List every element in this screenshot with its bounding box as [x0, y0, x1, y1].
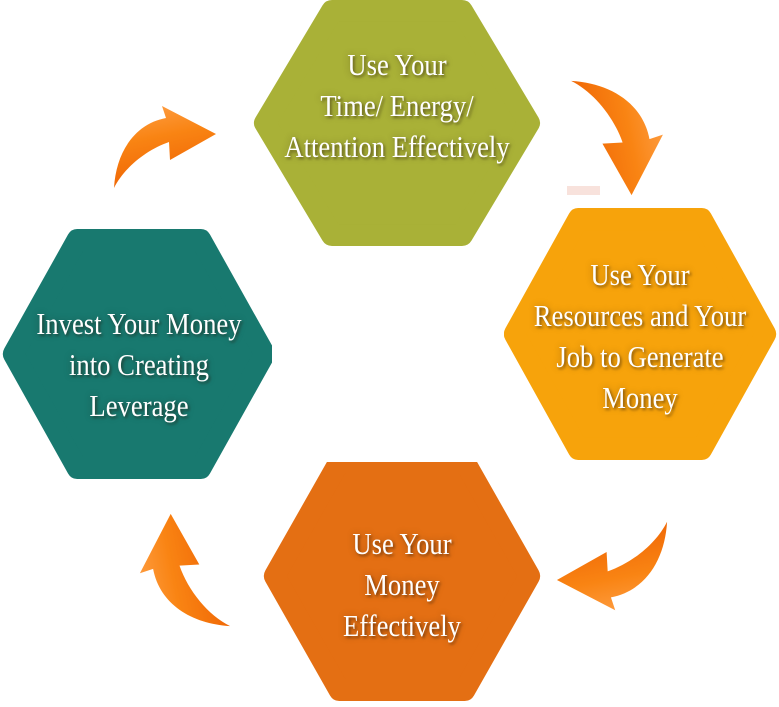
hex-label-line: Resources and Your: [533, 298, 747, 333]
hex-label-line: into Creating: [69, 346, 209, 382]
hex-label-line: Time/ Energy/: [320, 87, 474, 123]
hexagon-label: Invest Your Money into Creating Leverage: [20, 239, 257, 489]
hex-label-line: Job to Generate: [556, 339, 724, 374]
center-white-square: [272, 247, 504, 462]
hexagon-label: Use Your Time/ Energy/ Attention Effecti…: [272, 0, 521, 228]
hex-label-line: Invest Your Money: [36, 305, 242, 341]
curved-arrow-top-to-right-icon: [571, 80, 663, 196]
curved-arrow-left-to-top-icon: [114, 106, 216, 188]
curved-arrow-right-to-bottom-icon: [556, 521, 668, 611]
hexagon-money-effectively: Use Your Money Effectively: [262, 451, 542, 701]
hex-label-line: Use Your: [347, 46, 447, 82]
hex-label-line: Attention Effectively: [284, 128, 510, 164]
hex-label-line: Leverage: [89, 387, 189, 423]
hexagon-label: Use Your Money Effectively: [282, 459, 523, 707]
hexagon-label: Use Your Resources and Your Job to Gener…: [521, 210, 758, 462]
hex-label-line: Use Your: [590, 257, 690, 292]
hex-label-line: Effectively: [343, 607, 461, 643]
hex-label-line: Money: [364, 566, 440, 602]
hex-label-line: Use Your: [352, 525, 452, 561]
hexagon-time-energy-attention: Use Your Time/ Energy/ Attention Effecti…: [252, 0, 542, 246]
curved-arrow-bottom-to-left-icon: [139, 513, 231, 627]
hexagon-invest-leverage: Invest Your Money into Creating Leverage: [1, 229, 277, 479]
hex-label-line: Money: [602, 380, 678, 415]
hexagon-resources-job: Use Your Resources and Your Job to Gener…: [502, 208, 778, 460]
pink-smudge-artifact: [567, 186, 600, 195]
